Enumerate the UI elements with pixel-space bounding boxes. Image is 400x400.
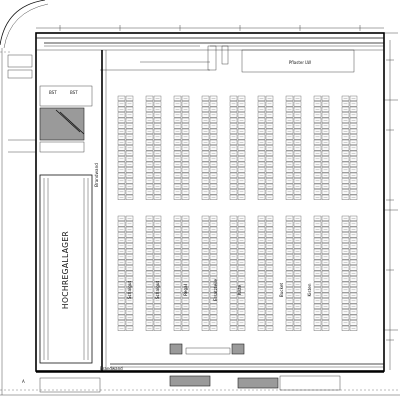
zone-label: Schalgut	[127, 281, 132, 300]
paved-area-box: Pflaster LW	[241, 49, 355, 73]
zone-label: Kiste	[237, 284, 242, 295]
fire-wall-label-side: Brandwand	[94, 163, 99, 187]
zone-label: Schalgut	[155, 281, 160, 300]
paved-area-label: Pflaster LW	[289, 60, 311, 65]
bst-label-right: BST	[70, 90, 78, 95]
left-exterior-strip	[7, 54, 36, 153]
high-bay-label: HOCHREGALLAGER	[61, 231, 70, 309]
rack-grid	[117, 95, 358, 331]
bst-label-left: BST	[49, 90, 57, 95]
high-bay-warehouse: HOCHREGALLAGER Brandwand	[39, 163, 99, 364]
fire-wall-label-bottom: Brandwand	[100, 366, 123, 371]
top-conveyor	[44, 42, 384, 71]
right-dimension-marks	[386, 40, 394, 370]
zone-label: Kisten	[307, 283, 312, 296]
building-outline	[35, 32, 398, 372]
bst-area: BST BST	[39, 85, 93, 153]
bottom-conveyor	[110, 343, 384, 389]
fire-wall-vertical	[101, 50, 107, 372]
fire-wall-bottom: Brandwand A	[22, 366, 384, 393]
zone-label: Bucket	[279, 282, 284, 297]
zone-label: Regal	[183, 284, 188, 296]
top-dimension-marks	[36, 25, 384, 31]
axis-a-label: A	[22, 379, 25, 384]
zone-label: Ersatzteile	[213, 279, 218, 302]
zone-labels: Schalgut Schalgut Regal Ersatzteile Kist…	[127, 279, 312, 302]
